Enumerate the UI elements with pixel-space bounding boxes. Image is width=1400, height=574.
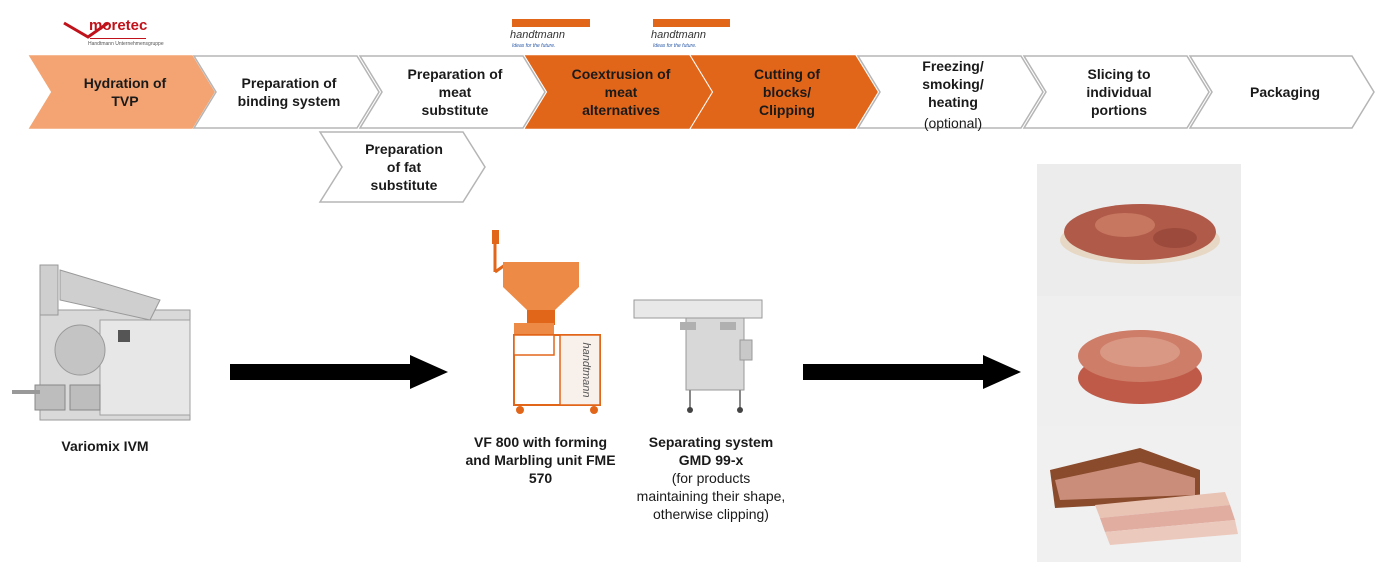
arrow-right-1 [230, 355, 448, 389]
step-label-slicing: Slicing to individual portions [1086, 66, 1152, 118]
product-photo-bacon [1037, 426, 1241, 562]
step-label-fat-substitute: Preparation of fat substitute [365, 141, 443, 193]
caption-vf800: VF 800 with forming and Marbling unit FM… [463, 433, 618, 487]
vf800-machine-image: handtmann [492, 230, 601, 414]
caption-gmd-note: (for products maintaining their shape, o… [636, 470, 786, 522]
caption-vf800-title: VF 800 with forming and Marbling unit FM… [465, 434, 616, 486]
variomix-machine-image [12, 264, 191, 421]
product-photos [1037, 164, 1241, 562]
handtmann-logo-2-text: handtmann [651, 29, 707, 41]
step-label-binding-system: Preparation of binding system [237, 75, 341, 109]
step-note-optional: (optional) [923, 115, 983, 131]
step-label-packaging: Packaging [1249, 84, 1321, 100]
caption-variomix-title: Variomix IVM [61, 438, 149, 454]
step-label-hydration: Hydration of TVP [83, 75, 167, 109]
handtmann-logo-2-tagline: Ideas for the future. [653, 43, 697, 49]
moretec-logo-subtext: Handtmann Unternehmensgruppe [88, 41, 164, 47]
handtmann-logo-1-tagline: Ideas for the future. [512, 43, 556, 49]
step-label-cutting: Cutting of blocks/ Clipping [753, 66, 821, 118]
step-label-meat-substitute: Preparation of meat substitute [407, 66, 503, 118]
moretec-logo-text: moretec [89, 17, 148, 34]
caption-variomix: Variomix IVM [30, 437, 180, 455]
handtmann-logo-1-text: handtmann [510, 29, 566, 41]
caption-gmd-title: Separating system GMD 99-x [648, 434, 774, 468]
step-label-freezing: Freezing/ smoking/ heating [922, 58, 984, 110]
step-label-coextrusion: Coextrusion of meat alternatives [571, 66, 671, 118]
caption-gmd: Separating system GMD 99-x (for products… [636, 433, 786, 523]
arrow-right-2 [803, 355, 1021, 389]
vf800-brand-text: handtmann [580, 342, 592, 397]
flow-arrows [230, 355, 1021, 389]
handtmann-logo-bar-2 [653, 19, 730, 27]
product-photo-round [1037, 296, 1241, 426]
product-photo-steak [1037, 164, 1241, 296]
handtmann-logo-bar-1 [512, 19, 590, 27]
gmd-machine-image [633, 299, 763, 413]
